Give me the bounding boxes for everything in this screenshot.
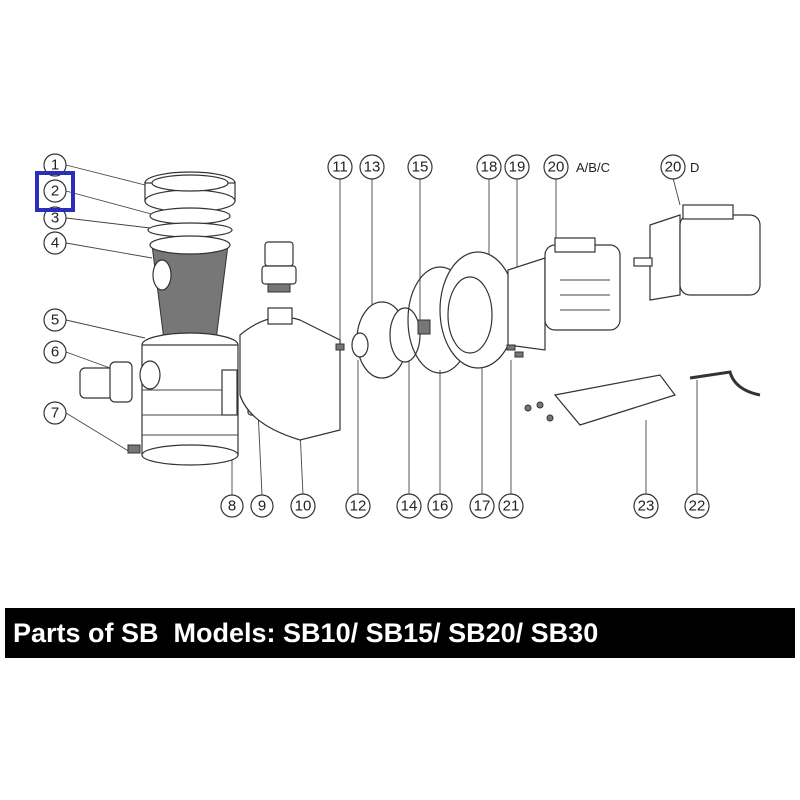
callout-23[interactable]: 23 [633,493,659,519]
callout-5[interactable]: 5 [43,308,67,332]
part-impeller [389,307,431,363]
callout-label: 17 [474,498,491,515]
callout-17[interactable]: 17 [469,493,495,519]
callout-20-abc[interactable]: 20 [543,154,569,180]
part-discharge-union [261,241,297,293]
callout-label: 16 [432,498,449,515]
callout-13[interactable]: 13 [359,154,385,180]
callout-20-d[interactable]: 20 [660,154,686,180]
callout-label: 10 [295,498,312,515]
callouts: 1 2 3 4 5 6 7 8 9 10 11 12 13 14 15 16 1… [43,153,710,519]
title-bar: Parts of SB Models: SB10/ SB15/ SB20/ SB… [5,608,795,658]
callout-suffix-d: D [690,160,699,175]
callout-label: 21 [503,498,520,515]
callout-15[interactable]: 15 [407,154,433,180]
part-drain-plug [127,444,141,454]
callout-label: 22 [689,498,706,515]
part-union-fitting [79,361,133,403]
callout-label: 11 [332,159,348,176]
callout-label: 6 [51,344,59,361]
callout-label: 7 [51,405,59,422]
callout-18[interactable]: 18 [476,154,502,180]
part-screw-11 [335,343,345,351]
callout-label: 3 [51,210,59,227]
callout-label: 2 [51,183,59,200]
part-lid-ring [144,171,236,213]
callout-8[interactable]: 8 [220,494,244,518]
callout-label: 14 [401,498,418,515]
callout-label: 12 [350,498,367,515]
callout-label: 1 [51,157,59,174]
callout-22[interactable]: 22 [684,493,710,519]
callout-10[interactable]: 10 [290,493,316,519]
callout-label: 19 [509,159,526,176]
callout-7[interactable]: 7 [43,401,67,425]
callout-label: 18 [481,159,498,176]
callout-11[interactable]: 11 [327,154,353,180]
callout-16[interactable]: 16 [427,493,453,519]
callout-4[interactable]: 4 [43,231,67,255]
part-base-stand [524,374,676,426]
callout-12[interactable]: 12 [345,493,371,519]
selection-highlight-box [35,171,75,212]
callout-label: 20 [665,159,682,176]
callout-label: 13 [364,159,381,176]
callout-2[interactable]: 2 [43,179,67,203]
callout-9[interactable]: 9 [250,494,274,518]
callout-label: 23 [638,498,655,515]
part-screws-21 [506,344,524,358]
callout-21[interactable]: 21 [498,493,524,519]
callout-3[interactable]: 3 [43,206,67,230]
part-o-ring [147,222,233,238]
callout-label: 4 [51,235,59,252]
callout-14[interactable]: 14 [396,493,422,519]
callout-label: 5 [51,312,59,329]
part-strainer-basket [149,235,231,341]
part-volute-housing [239,307,341,441]
callout-label: 8 [228,498,236,515]
callout-19[interactable]: 19 [504,154,530,180]
callout-label: 15 [412,159,429,176]
part-pump-body [139,332,239,466]
part-spanner [689,370,761,397]
part-clamp-ring [149,207,231,225]
callout-label: 20 [548,159,565,176]
callout-6[interactable]: 6 [43,340,67,364]
part-motor-d [633,204,761,301]
part-flange-gasket [221,369,238,416]
title-text: Parts of SB Models: SB10/ SB15/ SB20/ SB… [13,618,599,648]
callout-1[interactable]: 1 [43,153,67,177]
part-seal-plate [439,251,517,369]
callout-suffix-abc: A/B/C [576,160,610,175]
part-motor-abc [507,237,621,351]
leader-lines [65,164,698,496]
callout-label: 9 [258,498,266,515]
